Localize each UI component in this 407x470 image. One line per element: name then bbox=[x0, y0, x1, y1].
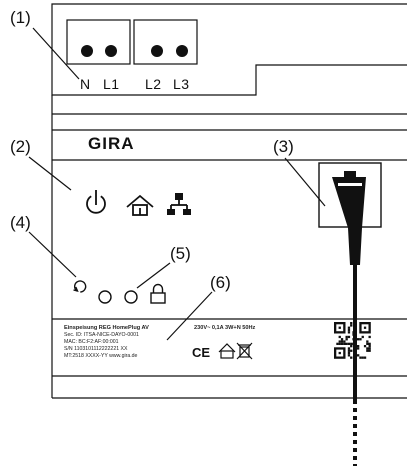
callout-lines bbox=[28, 27, 326, 341]
callout-1: (1) bbox=[10, 8, 31, 27]
label-mac: MAC: BC:F2:AF:00:001 bbox=[64, 339, 119, 345]
home-icon bbox=[126, 194, 154, 216]
terminal-screw-l2 bbox=[151, 45, 163, 57]
callout-5: (5) bbox=[170, 244, 191, 263]
power-icon bbox=[86, 190, 106, 214]
terminal-screw-l1 bbox=[105, 45, 117, 57]
callout-6: (6) bbox=[210, 273, 231, 292]
qr-code-icon bbox=[334, 322, 371, 359]
terminal-label-l3: L3 bbox=[173, 76, 190, 92]
network-icon bbox=[167, 193, 191, 215]
label-title: Einspeisung REG HomePlug AV bbox=[64, 325, 149, 331]
device-housing bbox=[51, 3, 407, 399]
terminal-label-n: N bbox=[80, 76, 91, 92]
callout-2: (2) bbox=[10, 137, 31, 156]
rj45-connector-icon bbox=[318, 162, 382, 466]
label-mt: MT:2518 XXXX-YY www.gira.de bbox=[64, 353, 138, 359]
led-circle-icon bbox=[98, 290, 112, 304]
brand-logo: GIRA bbox=[88, 134, 135, 153]
label-rating: 230V~ 0,1A 3W+N 50Hz bbox=[194, 325, 256, 331]
label-serial: S/N 1103101112222221 XX bbox=[64, 346, 128, 352]
terminal-label-l2: L2 bbox=[145, 76, 162, 92]
reset-arrow-icon bbox=[73, 280, 87, 293]
terminal-screw-l3 bbox=[176, 45, 188, 57]
ce-mark: CE bbox=[192, 345, 210, 360]
label-sec-id: Sec. ID: ITSA-NICE-DAYO-0001 bbox=[64, 332, 139, 338]
home-outline-icon bbox=[218, 343, 236, 359]
terminal-block: N L1 L2 L3 bbox=[66, 19, 198, 92]
terminal-label-l1: L1 bbox=[103, 76, 120, 92]
callout-3: (3) bbox=[273, 137, 294, 156]
lock-icon bbox=[150, 283, 166, 304]
led-circle-icon bbox=[124, 290, 138, 304]
weee-bin-icon bbox=[236, 342, 253, 360]
type-label: Einspeisung REG HomePlug AV Sec. ID: ITS… bbox=[64, 322, 371, 360]
terminal-screw-n bbox=[81, 45, 93, 57]
callout-4: (4) bbox=[10, 213, 31, 232]
